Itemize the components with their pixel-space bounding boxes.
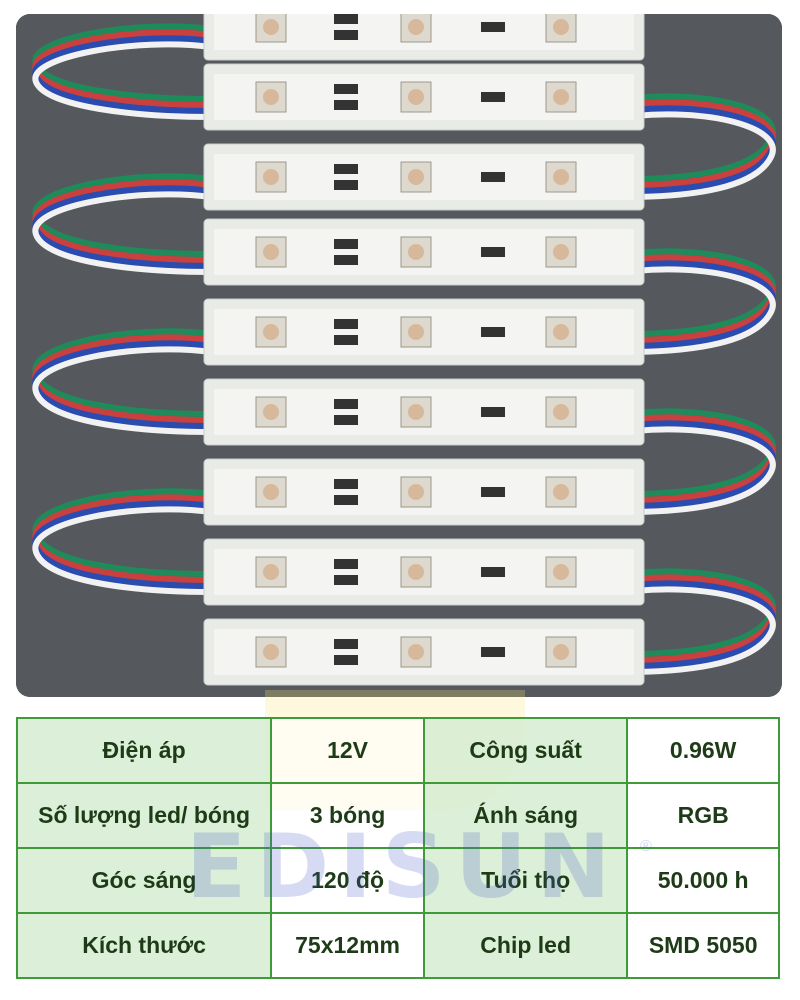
led-lens — [408, 404, 424, 420]
resistor — [481, 22, 505, 32]
led-lens — [553, 644, 569, 660]
resistor — [481, 407, 505, 417]
resistor — [481, 92, 505, 102]
resistor — [334, 30, 358, 40]
spec-value: 75x12mm — [270, 912, 425, 979]
led-lens — [408, 89, 424, 105]
wire — [625, 266, 776, 355]
resistor — [334, 335, 358, 345]
led-lens — [553, 564, 569, 580]
resistor — [334, 255, 358, 265]
spec-label: Số lượng led/ bóng — [15, 782, 273, 849]
spec-label: Điện áp — [15, 717, 273, 784]
resistor — [334, 84, 358, 94]
led-lens — [263, 324, 279, 340]
wire — [32, 41, 212, 120]
wire — [625, 426, 776, 515]
spec-value: SMD 5050 — [626, 912, 780, 979]
resistor — [334, 655, 358, 665]
spec-label: Công suất — [422, 717, 629, 784]
resistor — [481, 327, 505, 337]
resistor — [481, 487, 505, 497]
led-lens — [553, 484, 569, 500]
resistor — [334, 639, 358, 649]
led-lens — [408, 644, 424, 660]
spec-label: Ánh sáng — [422, 782, 629, 849]
spec-value: 3 bóng — [270, 782, 425, 849]
led-lens — [553, 169, 569, 185]
led-lens — [263, 169, 279, 185]
spec-table: Điện áp 12V Công suất 0.96W Số lượng led… — [15, 717, 780, 979]
resistor — [334, 479, 358, 489]
spec-label: Chip led — [422, 912, 629, 979]
resistor — [334, 319, 358, 329]
wire — [625, 586, 776, 675]
led-lens — [263, 244, 279, 260]
spec-value: 0.96W — [626, 717, 780, 784]
resistor — [334, 180, 358, 190]
resistor — [481, 172, 505, 182]
led-chip — [400, 556, 432, 588]
spec-value: 12V — [270, 717, 425, 784]
wire — [32, 506, 212, 595]
spec-row: Điện áp 12V Công suất 0.96W — [15, 717, 780, 784]
resistor — [334, 495, 358, 505]
led-lens — [408, 169, 424, 185]
led-chip — [545, 161, 577, 193]
resistor — [334, 415, 358, 425]
spec-label: Kích thước — [15, 912, 273, 979]
wire — [32, 346, 212, 435]
led-lens — [408, 19, 424, 35]
resistor — [481, 567, 505, 577]
resistor — [481, 247, 505, 257]
resistor — [334, 239, 358, 249]
resistor — [334, 164, 358, 174]
watermark-registered-mark: ® — [640, 838, 652, 855]
spec-label: Tuổi thọ — [422, 847, 629, 914]
resistor — [334, 100, 358, 110]
led-lens — [553, 244, 569, 260]
led-chip — [255, 636, 287, 668]
spec-value: 50.000 h — [626, 847, 780, 914]
spec-value: 120 độ — [270, 847, 425, 914]
led-lens — [263, 564, 279, 580]
wire — [32, 191, 212, 275]
led-lens — [553, 324, 569, 340]
led-lens — [263, 404, 279, 420]
led-lens — [263, 484, 279, 500]
led-lens — [408, 564, 424, 580]
resistor — [334, 14, 358, 24]
resistor — [334, 559, 358, 569]
spec-row: Số lượng led/ bóng 3 bóng Ánh sáng RGB — [15, 782, 780, 849]
product-photo — [16, 14, 782, 697]
spec-row: Kích thước 75x12mm Chip led SMD 5050 — [15, 912, 780, 979]
resistor — [481, 647, 505, 657]
led-lens — [408, 244, 424, 260]
led-modules-image — [16, 14, 782, 697]
led-lens — [408, 484, 424, 500]
led-lens — [263, 644, 279, 660]
spec-value: RGB — [626, 782, 780, 849]
spec-row: Góc sáng 120 độ Tuổi thọ 50.000 h — [15, 847, 780, 914]
led-lens — [263, 89, 279, 105]
resistor — [334, 575, 358, 585]
led-lens — [553, 89, 569, 105]
led-lens — [408, 324, 424, 340]
led-lens — [553, 404, 569, 420]
resistor — [334, 399, 358, 409]
led-lens — [553, 19, 569, 35]
led-chip — [545, 556, 577, 588]
wire — [625, 111, 776, 200]
led-lens — [263, 19, 279, 35]
spec-label: Góc sáng — [15, 847, 273, 914]
